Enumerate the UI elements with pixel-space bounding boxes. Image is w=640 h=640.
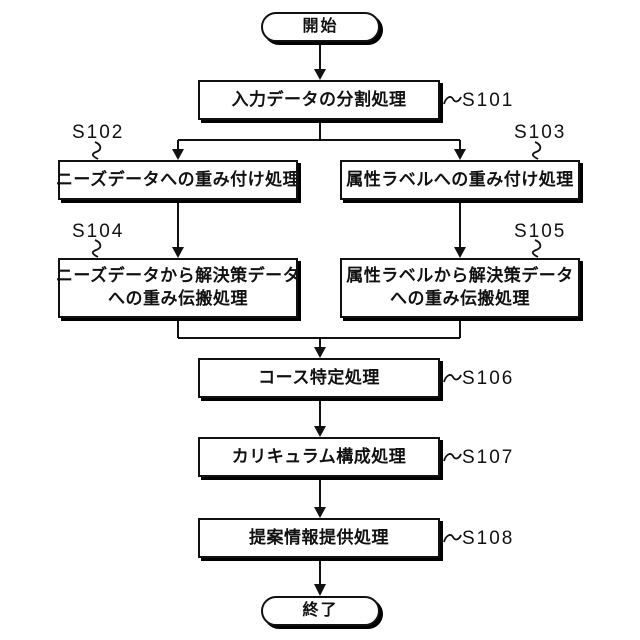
terminal-start-label: 開始 [302, 18, 339, 36]
leader-squiggle-s106 [443, 374, 462, 383]
connector-merge [177, 318, 461, 348]
step-label-s106: S106 [462, 368, 515, 389]
arrowhead-icon [314, 426, 326, 437]
process-box-s104-label-line1: ニーズデータから解決策データ [55, 266, 301, 286]
process-box-s106: コース特定処理 [198, 358, 440, 398]
process-box-s105-label-line1: 属性ラベルから解決策データ [346, 266, 574, 286]
arrowhead-icon [454, 247, 466, 258]
process-box-s108-label: 提案情報提供処理 [249, 527, 389, 547]
process-box-s108: 提案情報提供処理 [198, 518, 440, 558]
process-box-s101: 入力データの分割処理 [198, 80, 440, 120]
leader-squiggle-s108 [443, 534, 462, 543]
arrowhead-icon [454, 149, 466, 160]
step-label-s105: S105 [514, 221, 567, 242]
leader-squiggle-s102 [91, 141, 102, 160]
process-box-s104-label-line2: への重み伝搬処理 [108, 289, 248, 308]
process-box-s105-label-line2: への重み伝搬処理 [390, 289, 530, 308]
terminal-end-label: 終了 [302, 602, 339, 620]
process-box-s104: ニーズデータから解決策データ への重み伝搬処理 [55, 258, 301, 318]
step-label-s107: S107 [462, 447, 515, 468]
leader-squiggle-s107 [443, 453, 462, 462]
process-box-s103: 属性ラベルへの重み付け処理 [340, 160, 580, 200]
process-box-s107: カリキュラム構成処理 [198, 437, 440, 477]
process-box-s106-label: コース特定処理 [258, 367, 380, 387]
terminal-start: 開始 [261, 12, 380, 42]
process-box-s105: 属性ラベルから解決策データ への重み伝搬処理 [340, 258, 580, 318]
leader-squiggle-s104 [91, 239, 102, 258]
step-label-s104: S104 [72, 221, 125, 242]
leader-squiggle-s101 [443, 96, 462, 105]
process-box-s102: ニーズデータへの重み付け処理 [55, 160, 301, 200]
arrowhead-icon [172, 149, 184, 160]
process-box-s103-label: 属性ラベルへの重み付け処理 [346, 169, 574, 189]
leader-squiggle-s103 [531, 141, 542, 160]
process-box-s102-label: ニーズデータへの重み付け処理 [55, 169, 301, 189]
step-label-s102: S102 [72, 122, 125, 143]
arrowhead-icon [314, 507, 326, 518]
arrowhead-icon [314, 347, 326, 358]
step-label-s101: S101 [462, 90, 515, 111]
step-label-s108: S108 [462, 528, 515, 549]
process-box-s101-label: 入力データの分割処理 [231, 89, 407, 109]
connector-split [177, 120, 461, 150]
step-label-s103: S103 [514, 122, 567, 143]
process-box-s107-label: カリキュラム構成処理 [231, 446, 407, 466]
arrowhead-icon [314, 584, 326, 596]
leader-squiggle-s105 [531, 239, 542, 258]
terminal-end: 終了 [261, 596, 380, 626]
arrowhead-icon [172, 247, 184, 258]
arrowhead-icon [314, 69, 326, 80]
